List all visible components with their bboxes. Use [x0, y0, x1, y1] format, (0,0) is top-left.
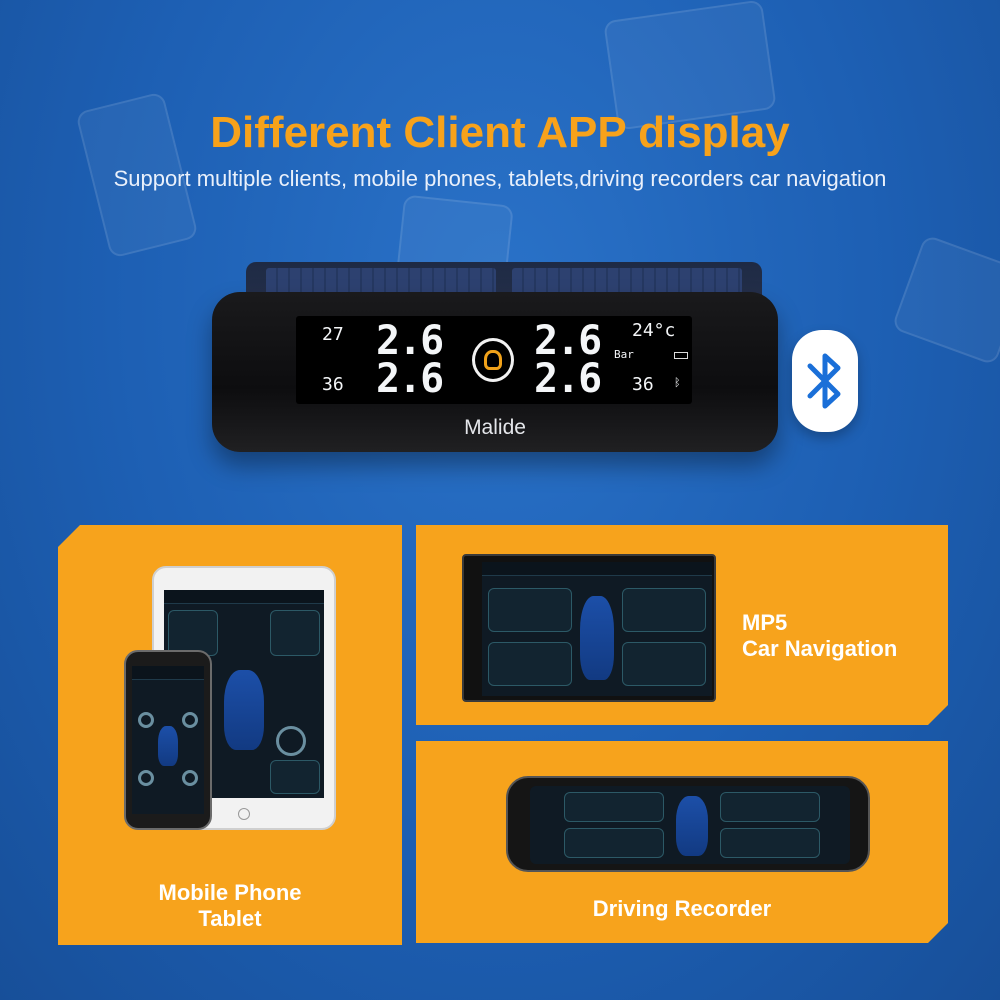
mp5-device — [462, 554, 716, 702]
battery-icon — [674, 352, 688, 359]
tablet-wheel-gauge — [276, 726, 306, 756]
bluetooth-icon — [792, 330, 858, 432]
tpms-device: 27 2.6 2.6 36 2.6 2.6 24°c Bar 36 ᛒ Mali… — [212, 292, 778, 452]
mp5-label-line1: MP5 — [742, 610, 788, 635]
driving-recorder-device — [506, 776, 870, 872]
mp5-label-line2: Car Navigation — [742, 636, 898, 661]
mp5-tire-tile — [488, 642, 572, 686]
tablet-status-bar — [164, 590, 324, 604]
recorder-screen — [530, 786, 850, 864]
recorder-car-graphic — [676, 796, 708, 856]
mp5-status-bar — [482, 562, 712, 576]
rear-left-pressure: 2.6 — [376, 356, 444, 402]
tire-pressure-icon — [472, 338, 514, 382]
phone-wheel-gauge — [138, 770, 154, 786]
recorder-tire-tile — [564, 792, 664, 822]
rear-right-temp: 36 — [632, 374, 654, 395]
tablet-tire-tile — [270, 610, 320, 656]
phone-car-graphic — [158, 726, 178, 766]
phone-wheel-gauge — [182, 770, 198, 786]
rear-right-pressure: 2.6 — [534, 356, 602, 402]
phone-wheel-gauge — [138, 712, 154, 728]
driving-recorder-label: Driving Recorder — [592, 896, 772, 921]
pressure-unit: Bar — [614, 348, 634, 361]
phone-wheel-gauge — [182, 712, 198, 728]
page-title: Different Client APP display — [210, 108, 790, 157]
phone-device — [124, 650, 212, 830]
ambient-temp: 24°c — [632, 320, 676, 341]
bluetooth-small-icon: ᛒ — [674, 376, 681, 389]
tablet-car-graphic — [224, 670, 264, 750]
phone-status-bar — [132, 666, 204, 680]
rear-left-temp: 36 — [322, 374, 344, 395]
tablet-tire-tile — [270, 760, 320, 794]
tablet-tire-tile — [168, 610, 218, 656]
phone-screen — [132, 666, 204, 814]
mp5-car-graphic — [580, 596, 614, 680]
recorder-tire-tile — [720, 828, 820, 858]
recorder-tire-tile — [720, 792, 820, 822]
mobile-tablet-label: Mobile Phone Tablet — [58, 880, 402, 932]
mp5-tire-tile — [622, 642, 706, 686]
mobile-label-line2: Tablet — [198, 906, 262, 931]
lcd-display: 27 2.6 2.6 36 2.6 2.6 24°c Bar 36 ᛒ — [296, 316, 692, 404]
mp5-tire-tile — [488, 588, 572, 632]
front-left-pressure: 2.6 — [376, 318, 444, 364]
mobile-label-line1: Mobile Phone — [158, 880, 302, 905]
front-left-temp: 27 — [322, 324, 344, 345]
mp5-label: MP5 Car Navigation — [742, 610, 897, 662]
tablet-home-button — [238, 808, 250, 820]
page-subtitle: Support multiple clients, mobile phones,… — [113, 166, 887, 191]
mp5-screen — [482, 562, 712, 696]
mp5-tire-tile — [622, 588, 706, 632]
brand-logo: Malide — [464, 416, 526, 439]
recorder-tire-tile — [564, 828, 664, 858]
front-right-pressure: 2.6 — [534, 318, 602, 364]
